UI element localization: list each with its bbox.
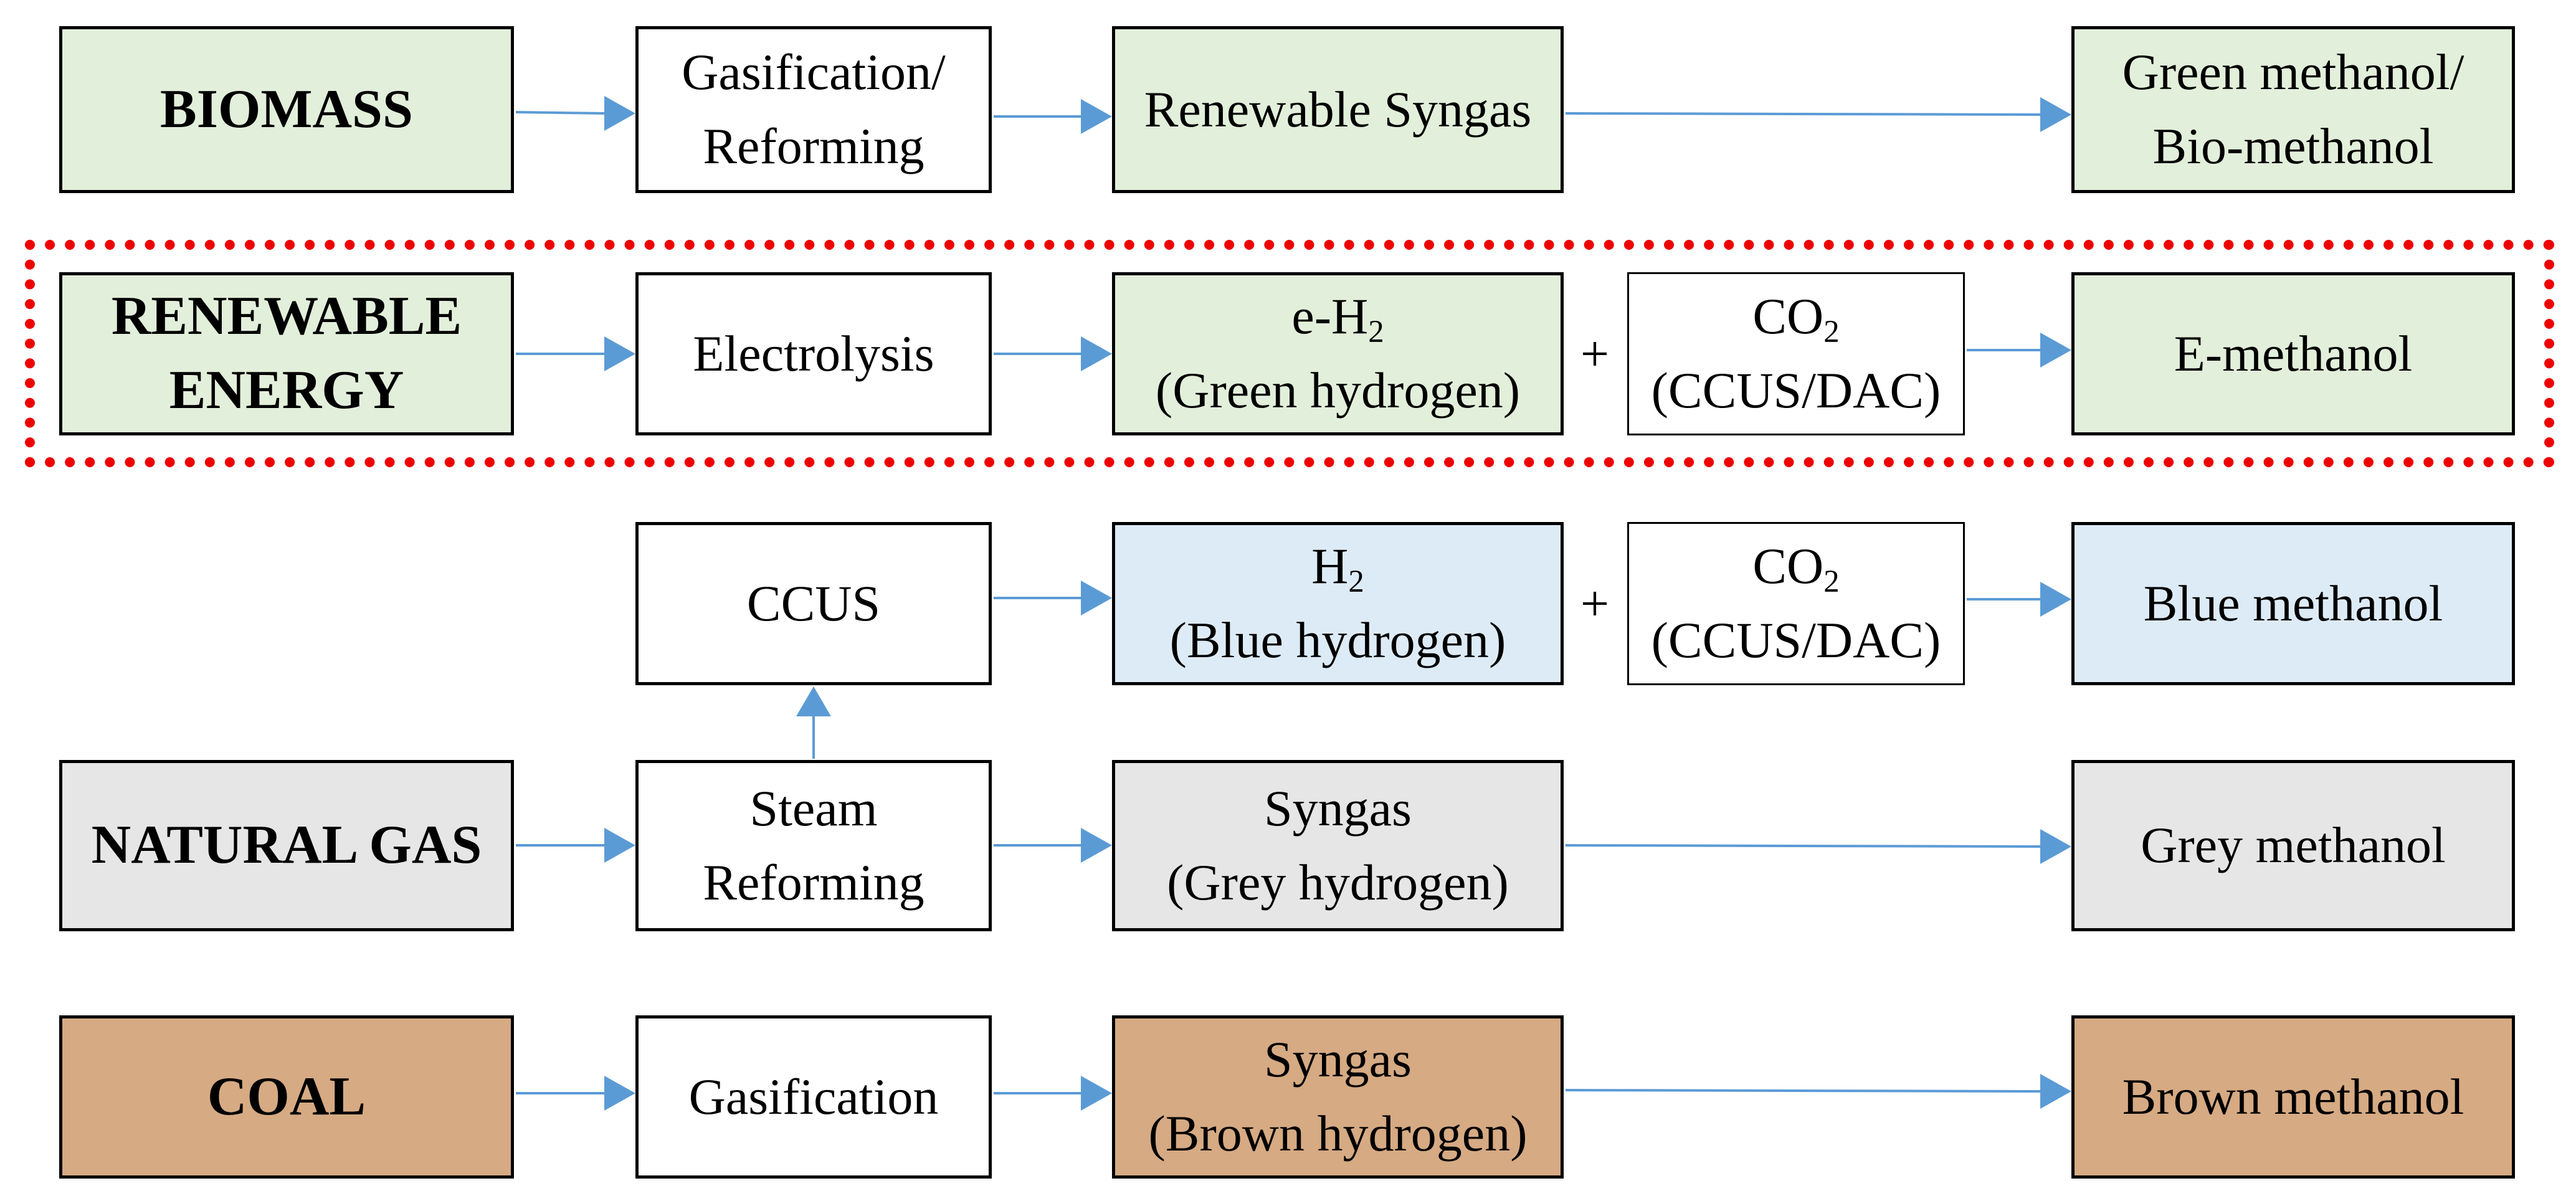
arrowhead-grey-syngas-to-grey-methanol (2040, 829, 2071, 864)
arrowhead-renewable-syngas-to-green-methanol (2040, 97, 2071, 132)
grey-methanol-box: Grey methanol (2071, 760, 2515, 931)
electrolysis-box: Electrolysis (635, 272, 992, 435)
co2-subscript-renewable: 2 (1823, 314, 1840, 349)
e-methanol-label: E-methanol (2174, 325, 2413, 382)
arrow-biomass-to-gasification (515, 111, 605, 115)
arrow-renewable-syngas-to-green-methanol (1565, 112, 2041, 116)
plus-sign-blue: + (1580, 575, 1610, 632)
biomass-source-box: BIOMASS (59, 26, 514, 193)
electrolysis-label: Electrolysis (693, 325, 934, 382)
e-methanol-pathway-highlight-frame (25, 240, 2554, 467)
arrow-grey-syngas-to-grey-methanol (1565, 844, 2041, 848)
brown-syngas-line-1: Syngas (1264, 1031, 1412, 1088)
co2-formula-blue: CO2 (1752, 529, 1839, 604)
blue-methanol-label: Blue methanol (2143, 574, 2443, 632)
steam-reforming-line-1: Steam (749, 779, 878, 837)
arrowhead-natural-gas-to-steam-reforming (604, 828, 635, 863)
e-h2-formula: e-H2 (1291, 280, 1384, 354)
coal-label: COAL (207, 1066, 366, 1127)
blue-hydrogen-note: (Blue hydrogen) (1169, 612, 1506, 668)
grey-syngas-line-2: (Grey hydrogen) (1167, 853, 1509, 911)
h2-main: H (1311, 538, 1349, 595)
renewable-syngas-label: Renewable Syngas (1144, 80, 1532, 138)
green-hydrogen-box: e-H2 (Green hydrogen) (1112, 272, 1564, 435)
arrowhead-coal-to-gasification (604, 1076, 635, 1111)
grey-methanol-label: Grey methanol (2141, 817, 2446, 874)
arrowhead-electrolysis-to-green-hydrogen (1081, 336, 1112, 371)
renewable-energy-line-1: RENEWABLE (111, 286, 462, 347)
co2-main-renewable: CO (1752, 288, 1824, 345)
arrowhead-renewable-energy-to-electrolysis (604, 336, 635, 371)
gasification-label: Gasification (688, 1068, 939, 1125)
arrowhead-co2-to-e-methanol (2040, 333, 2071, 368)
h2-formula: H2 (1311, 529, 1364, 604)
ccus-label: CCUS (746, 574, 881, 632)
biomass-process-line-2: Reforming (703, 118, 924, 174)
renewable-syngas-box: Renewable Syngas (1112, 26, 1564, 193)
brown-syngas-line-2: (Brown hydrogen) (1148, 1105, 1528, 1162)
ccus-box: CCUS (635, 522, 992, 685)
co2-note-blue: (CCUS/DAC) (1651, 612, 1941, 668)
coal-source-box: COAL (59, 1015, 514, 1179)
biomass-process-line-1: Gasification/ (682, 44, 946, 101)
green-methanol-line-1: Green methanol/ (2122, 44, 2464, 101)
arrowhead-gasification-to-renewable-syngas (1081, 99, 1112, 134)
renewable-energy-source-box: RENEWABLE ENERGY (59, 272, 514, 435)
green-hydrogen-note: (Green hydrogen) (1155, 362, 1521, 419)
co2-capture-box-blue: CO2 (CCUS/DAC) (1627, 522, 1965, 685)
biomass-process-box: Gasification/ Reforming (635, 26, 992, 193)
green-methanol-box: Green methanol/ Bio-methanol (2071, 26, 2515, 193)
natural-gas-label: NATURAL GAS (91, 815, 482, 876)
co2-main-blue: CO (1752, 538, 1824, 595)
co2-capture-box-renewable: CO2 (CCUS/DAC) (1627, 272, 1965, 435)
gasification-box: Gasification (635, 1015, 992, 1179)
arrowhead-steam-reforming-to-ccus (796, 686, 831, 716)
e-h2-main: e-H (1291, 288, 1369, 345)
arrowhead-co2-to-blue-methanol (2040, 582, 2071, 617)
h2-subscript: 2 (1348, 564, 1364, 599)
arrowhead-steam-reforming-to-grey-syngas (1081, 828, 1112, 863)
natural-gas-source-box: NATURAL GAS (59, 760, 514, 931)
blue-methanol-box: Blue methanol (2071, 522, 2515, 685)
arrowhead-brown-syngas-to-brown-methanol (2040, 1074, 2071, 1109)
grey-syngas-line-1: Syngas (1264, 779, 1412, 837)
co2-subscript-blue: 2 (1823, 564, 1840, 599)
e-methanol-box: E-methanol (2071, 272, 2515, 435)
arrow-brown-syngas-to-brown-methanol (1565, 1089, 2041, 1093)
renewable-energy-line-2: ENERGY (169, 360, 404, 420)
e-h2-subscript: 2 (1368, 314, 1384, 349)
brown-methanol-box: Brown methanol (2071, 1015, 2515, 1179)
brown-methanol-label: Brown methanol (2122, 1068, 2464, 1125)
brown-syngas-box: Syngas (Brown hydrogen) (1112, 1015, 1564, 1179)
steam-reforming-line-2: Reforming (703, 853, 924, 911)
steam-reforming-box: Steam Reforming (635, 760, 992, 931)
arrowhead-ccus-to-blue-hydrogen (1081, 581, 1112, 615)
blue-hydrogen-box: H2 (Blue hydrogen) (1112, 522, 1564, 685)
green-methanol-line-2: Bio-methanol (2152, 118, 2434, 174)
plus-sign-renewable: + (1580, 325, 1610, 382)
arrowhead-biomass-to-gasification (604, 96, 635, 131)
co2-formula-renewable: CO2 (1752, 280, 1839, 354)
grey-syngas-box: Syngas (Grey hydrogen) (1112, 760, 1564, 931)
biomass-source-label: BIOMASS (160, 78, 413, 140)
co2-note-renewable: (CCUS/DAC) (1651, 362, 1941, 419)
arrowhead-gasification-to-brown-syngas (1081, 1076, 1112, 1111)
